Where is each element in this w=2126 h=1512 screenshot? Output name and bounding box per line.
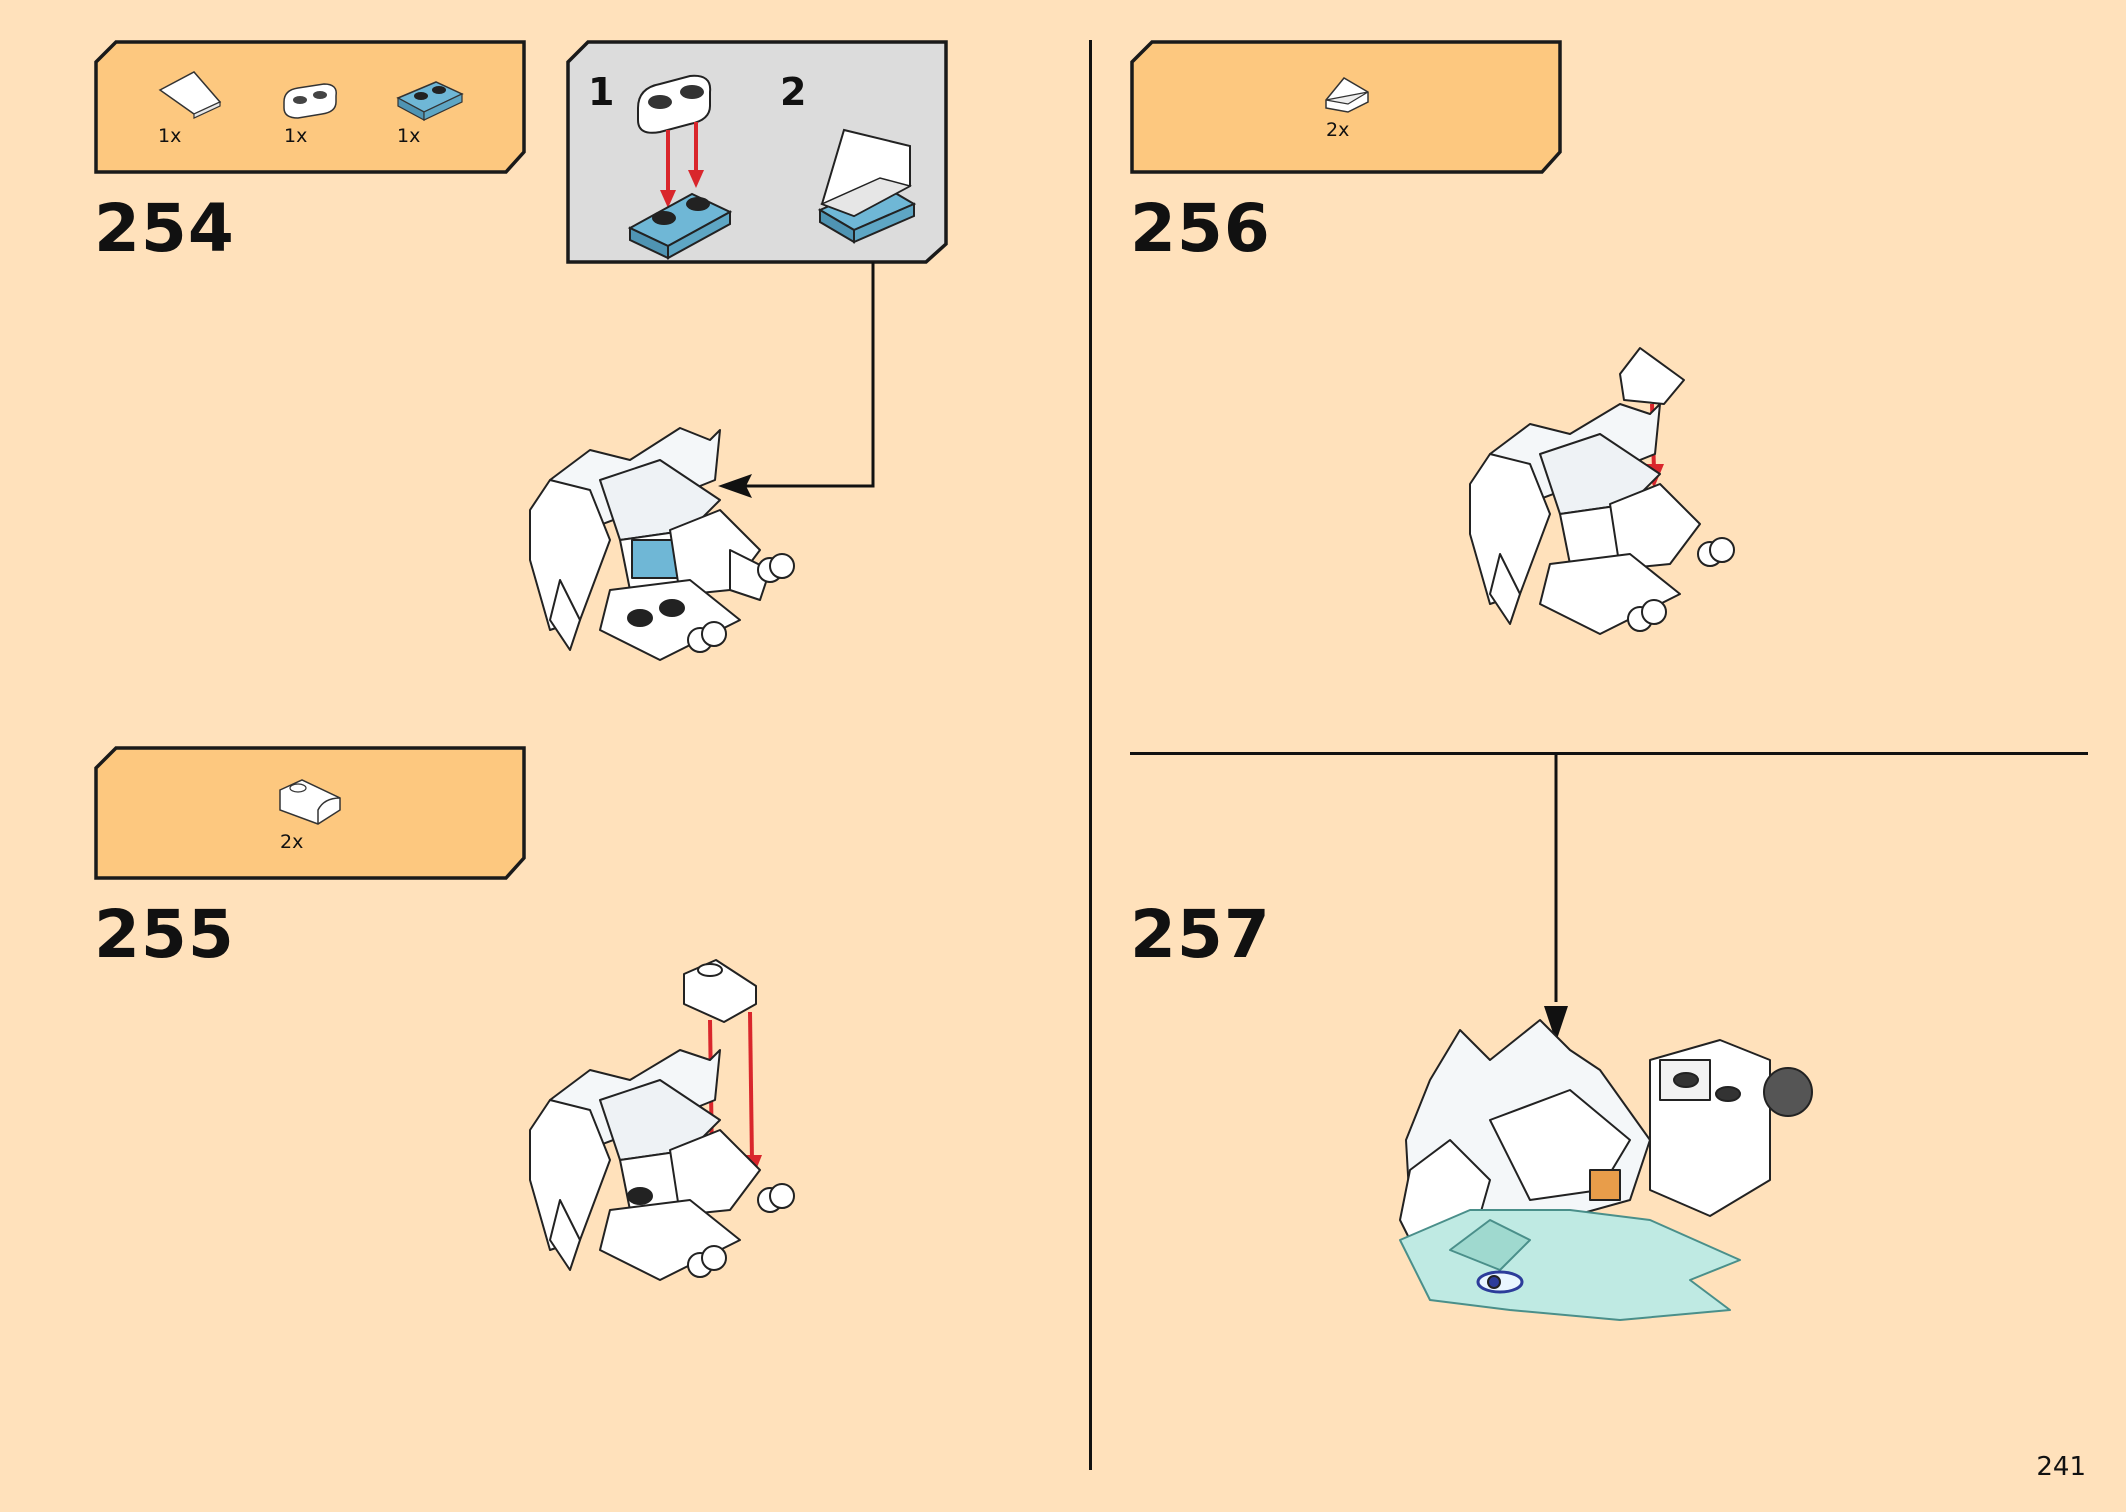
- part-qty: 2x: [1326, 119, 1350, 141]
- dragon-head-model-256: [1469, 347, 1735, 635]
- substep-label: 2: [780, 70, 807, 114]
- dragon-head-model-257: [1399, 1019, 1813, 1321]
- substep-1-illustration: [627, 74, 733, 260]
- connector-arrow-257: [1544, 752, 1568, 1042]
- parts-list-256: 2x: [1130, 40, 1562, 174]
- page-divider-horizontal: [1130, 752, 2088, 755]
- step-number-257: 257: [1130, 896, 1271, 973]
- part-qty: 1x: [284, 125, 308, 147]
- curved-slope-icon: [279, 779, 341, 825]
- substep-callout: 1 2: [566, 40, 948, 264]
- step-number-255: 255: [94, 896, 235, 973]
- callout-connector-arrow: [718, 262, 875, 498]
- step-number-254: 254: [94, 190, 235, 267]
- part-qty: 2x: [280, 831, 304, 853]
- rounded-plate-icon: [283, 83, 337, 119]
- parts-list-254: 1x 1x 1x: [94, 40, 526, 174]
- page-divider-vertical: [1089, 40, 1092, 1470]
- blue-plate-icon: [396, 81, 464, 122]
- small-slope-icon: [1325, 77, 1369, 113]
- page-number: 241: [2036, 1452, 2086, 1482]
- wedge-slope-icon: [158, 71, 222, 119]
- step-number-256: 256: [1130, 190, 1271, 267]
- substep-label: 1: [588, 70, 615, 114]
- substep-2-illustration: [817, 128, 917, 244]
- part-qty: 1x: [158, 125, 182, 147]
- part-qty: 1x: [397, 125, 421, 147]
- parts-list-255: 2x: [94, 746, 526, 880]
- dragon-head-model-255: [529, 959, 795, 1281]
- dragon-head-model-254: [529, 427, 795, 661]
